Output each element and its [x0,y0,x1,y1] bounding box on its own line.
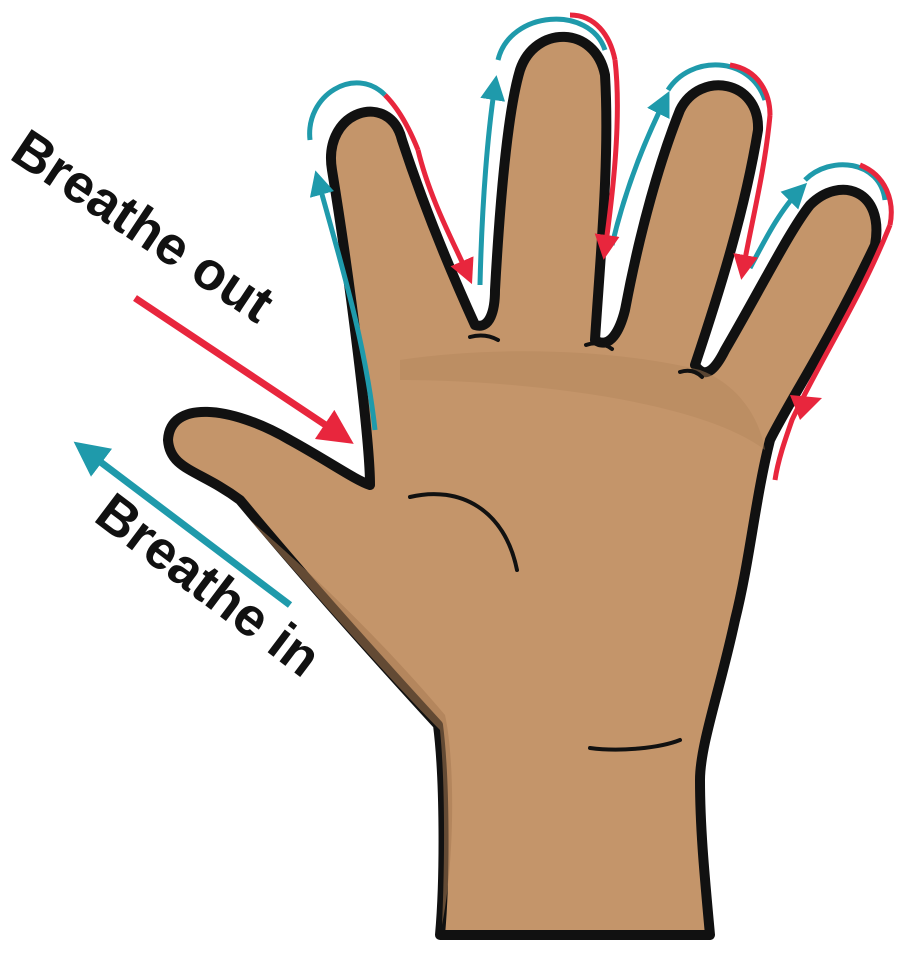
hand-outline [168,37,876,935]
